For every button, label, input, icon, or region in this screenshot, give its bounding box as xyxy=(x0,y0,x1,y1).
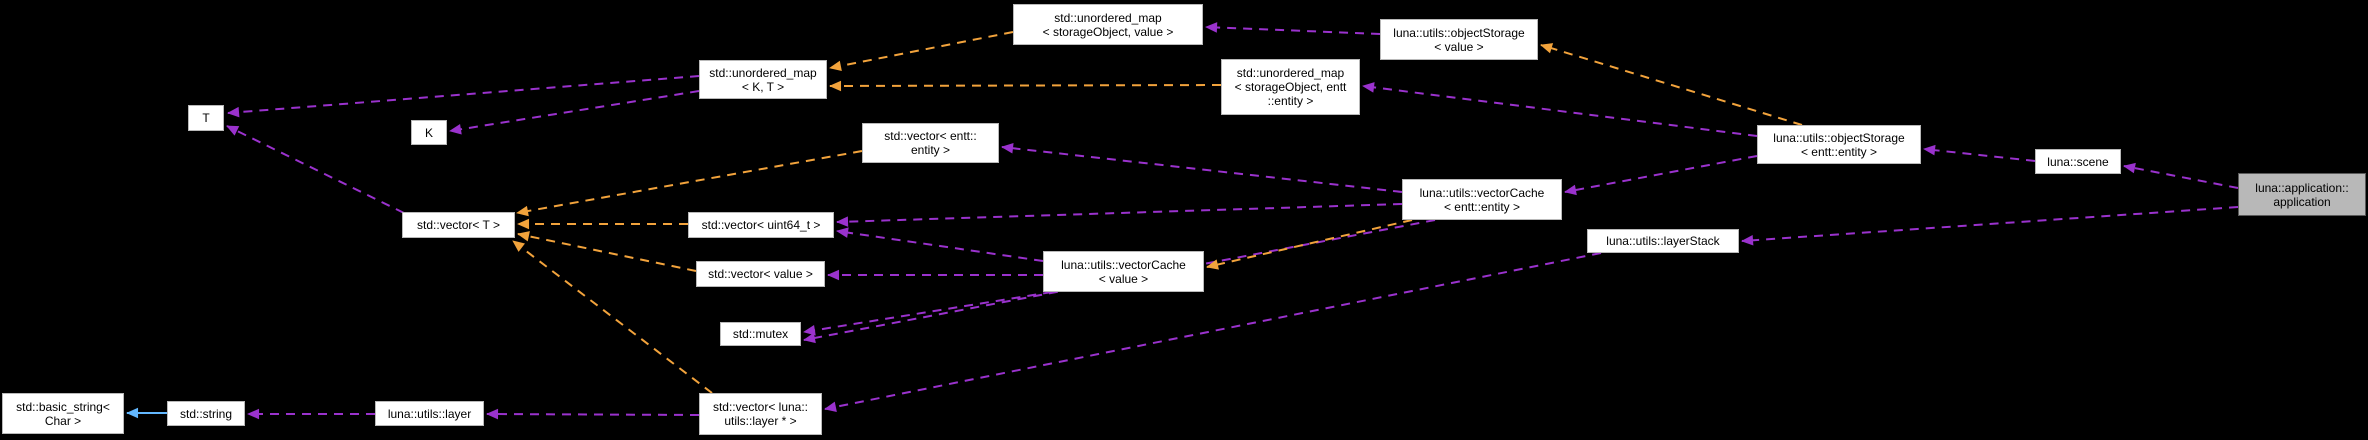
node-luna-scene[interactable]: luna::scene xyxy=(2035,149,2121,174)
edge-vec_t-to-t xyxy=(226,125,405,214)
node-std-unordered-map-storageobject-value[interactable]: std::unordered_map < storageObject, valu… xyxy=(1013,4,1203,45)
node-luna-utils-layer[interactable]: luna::utils::layer xyxy=(375,401,484,426)
node-label: std::vector< luna:: utils::layer * > xyxy=(712,400,809,428)
edge-ostore_e-to-ostore_v xyxy=(1540,43,1803,126)
edge-vec_layer-to-layer xyxy=(486,408,700,420)
node-label: std::string xyxy=(179,406,233,421)
node-t[interactable]: T xyxy=(188,105,224,131)
node-luna-utils-vectorcache-value[interactable]: luna::utils::vectorCache < value > xyxy=(1043,251,1204,292)
node-label: std::unordered_map < storageObject, entt… xyxy=(1234,66,1347,108)
node-label: std::unordered_map < K, T > xyxy=(709,65,817,94)
node-std-unordered-map-storageobject-entt-entity[interactable]: std::unordered_map < storageObject, entt… xyxy=(1221,59,1360,115)
node-label: std::vector< uint64_t > xyxy=(701,218,821,232)
edge-vec_layer-to-vec_t xyxy=(512,240,713,394)
node-luna-utils-layerstack[interactable]: luna::utils::layerStack xyxy=(1587,229,1739,253)
node-label: std::unordered_map < storageObject, valu… xyxy=(1042,10,1174,39)
edge-vec_val-to-vec_t xyxy=(517,231,697,272)
node-label: luna::scene xyxy=(2047,154,2109,169)
edge-scene-to-ostore_e xyxy=(1923,144,2036,162)
node-label: T xyxy=(202,111,210,125)
node-label: luna::utils::layer xyxy=(387,406,472,421)
edge-app-to-lstack xyxy=(1741,206,2239,246)
node-label: std::mutex xyxy=(732,327,789,341)
node-std-vector-luna-utils-layer-ptr[interactable]: std::vector< luna:: utils::layer * > xyxy=(699,393,822,435)
node-luna-utils-objectstorage-entt-entity[interactable]: luna::utils::objectStorage < entt::entit… xyxy=(1757,125,1921,164)
node-label: luna::utils::objectStorage < value > xyxy=(1393,25,1525,54)
edge-umap_sv-to-umap_kt xyxy=(829,31,1014,72)
edge-vcache_e-to-vcache_v xyxy=(1206,219,1413,270)
node-label: K xyxy=(424,125,433,140)
node-std-vector-value[interactable]: std::vector< value > xyxy=(696,261,825,287)
edge-vcache_v-to-mutex xyxy=(803,291,1053,336)
node-std-unordered-map-k-t[interactable]: std::unordered_map < K, T > xyxy=(699,60,827,99)
edge-vcache_v-to-vec_u64 xyxy=(836,227,1044,262)
node-label: luna::utils::vectorCache < entt::entity … xyxy=(1419,185,1545,214)
edge-vcache_e-to-vec_u64 xyxy=(836,203,1403,227)
node-luna-utils-objectstorage-value[interactable]: luna::utils::objectStorage < value > xyxy=(1380,19,1538,60)
edge-vec_entt-to-vec_t xyxy=(516,150,863,217)
node-k[interactable]: K xyxy=(411,120,447,145)
edge-umap_se-to-umap_kt xyxy=(829,80,1222,92)
edge-app-to-scene xyxy=(2123,162,2239,189)
node-std-vector-t[interactable]: std::vector< T > xyxy=(402,212,515,238)
edge-ostore_e-to-vcache_e xyxy=(1564,155,1758,196)
node-label: luna::utils::vectorCache < value > xyxy=(1061,257,1186,286)
node-label: luna::application:: application xyxy=(2255,180,2349,209)
edge-umap_kt-to-t xyxy=(227,75,700,118)
node-std-mutex[interactable]: std::mutex xyxy=(720,322,801,346)
edge-lstack-to-vec_layer xyxy=(824,252,1602,413)
node-label: luna::utils::objectStorage < entt::entit… xyxy=(1773,130,1905,159)
node-std-vector-entt-entity[interactable]: std::vector< entt:: entity > xyxy=(862,123,999,163)
edge-ostore_v-to-umap_sv xyxy=(1205,22,1381,35)
node-label: std::vector< value > xyxy=(708,267,813,281)
edge-umap_kt-to-k xyxy=(449,90,700,135)
node-label: std::basic_string< Char > xyxy=(16,399,110,428)
node-label: luna::utils::layerStack xyxy=(1606,234,1720,248)
node-luna-application-application: luna::application:: application xyxy=(2238,173,2366,216)
edge-ostore_e-to-umap_se xyxy=(1362,82,1758,137)
edge-vcache_e-to-vec_entt xyxy=(1001,142,1403,193)
node-label: std::vector< T > xyxy=(417,218,500,232)
node-luna-utils-vectorcache-entt-entity[interactable]: luna::utils::vectorCache < entt::entity … xyxy=(1402,179,1562,220)
node-std-basic-string-char[interactable]: std::basic_string< Char > xyxy=(2,393,124,434)
node-std-string[interactable]: std::string xyxy=(167,401,245,426)
node-label: std::vector< entt:: entity > xyxy=(884,129,977,157)
node-std-vector-uint64-t[interactable]: std::vector< uint64_t > xyxy=(688,212,834,238)
